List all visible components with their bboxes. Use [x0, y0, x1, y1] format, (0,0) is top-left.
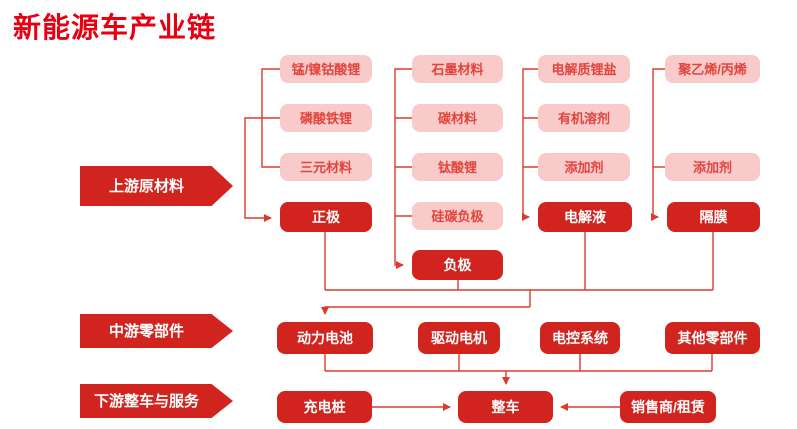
stage-label: 中游零部件 [108, 322, 184, 340]
box-manganese-nickel-cobalt-lithium: 锰/镍钴酸锂 [280, 55, 372, 83]
box-complete-vehicle: 整车 [458, 391, 553, 423]
box-cathode: 正极 [280, 202, 372, 232]
upstream-to-midstream-bus [321, 232, 714, 315]
box-lithium-salt-electrolyte: 电解质锂盐 [538, 55, 630, 83]
box-electrolyte: 电解液 [538, 202, 632, 232]
box-anode: 负极 [412, 250, 503, 280]
box-silicon-carbon-anode: 硅碳负极 [412, 202, 503, 230]
box-additives-2: 添加剂 [665, 153, 760, 181]
stage-arrow-upstream: 上游原材料 [80, 166, 233, 206]
box-graphite-materials: 石墨材料 [412, 55, 503, 83]
stage-arrow-midstream: 中游零部件 [80, 314, 233, 348]
box-carbon-materials: 碳材料 [412, 104, 503, 132]
box-charging-pile: 充电桩 [277, 391, 372, 423]
box-dealer-leasing: 销售商/租赁 [620, 391, 716, 423]
box-lithium-titanate: 钛酸锂 [412, 153, 503, 181]
box-lithium-iron-phosphate: 磷酸铁锂 [280, 104, 372, 132]
stage-label: 下游整车与服务 [93, 392, 199, 410]
stage-arrow-downstream: 下游整车与服务 [80, 384, 233, 418]
midstream-to-downstream-bus [324, 354, 713, 385]
box-drive-motor: 驱动电机 [418, 322, 500, 354]
box-power-battery: 动力电池 [277, 322, 373, 354]
box-control-system: 电控系统 [540, 322, 620, 354]
box-polyethylene-propylene: 聚乙烯/丙烯 [665, 55, 760, 83]
page-title: 新能源车产业链 [13, 12, 217, 43]
box-other-parts: 其他零部件 [665, 322, 760, 354]
box-ternary-materials: 三元材料 [280, 153, 372, 181]
box-additives: 添加剂 [538, 153, 630, 181]
box-separator: 隔膜 [667, 202, 760, 232]
box-organic-solvent: 有机溶剂 [538, 104, 630, 132]
stage-label: 上游原材料 [108, 177, 184, 195]
